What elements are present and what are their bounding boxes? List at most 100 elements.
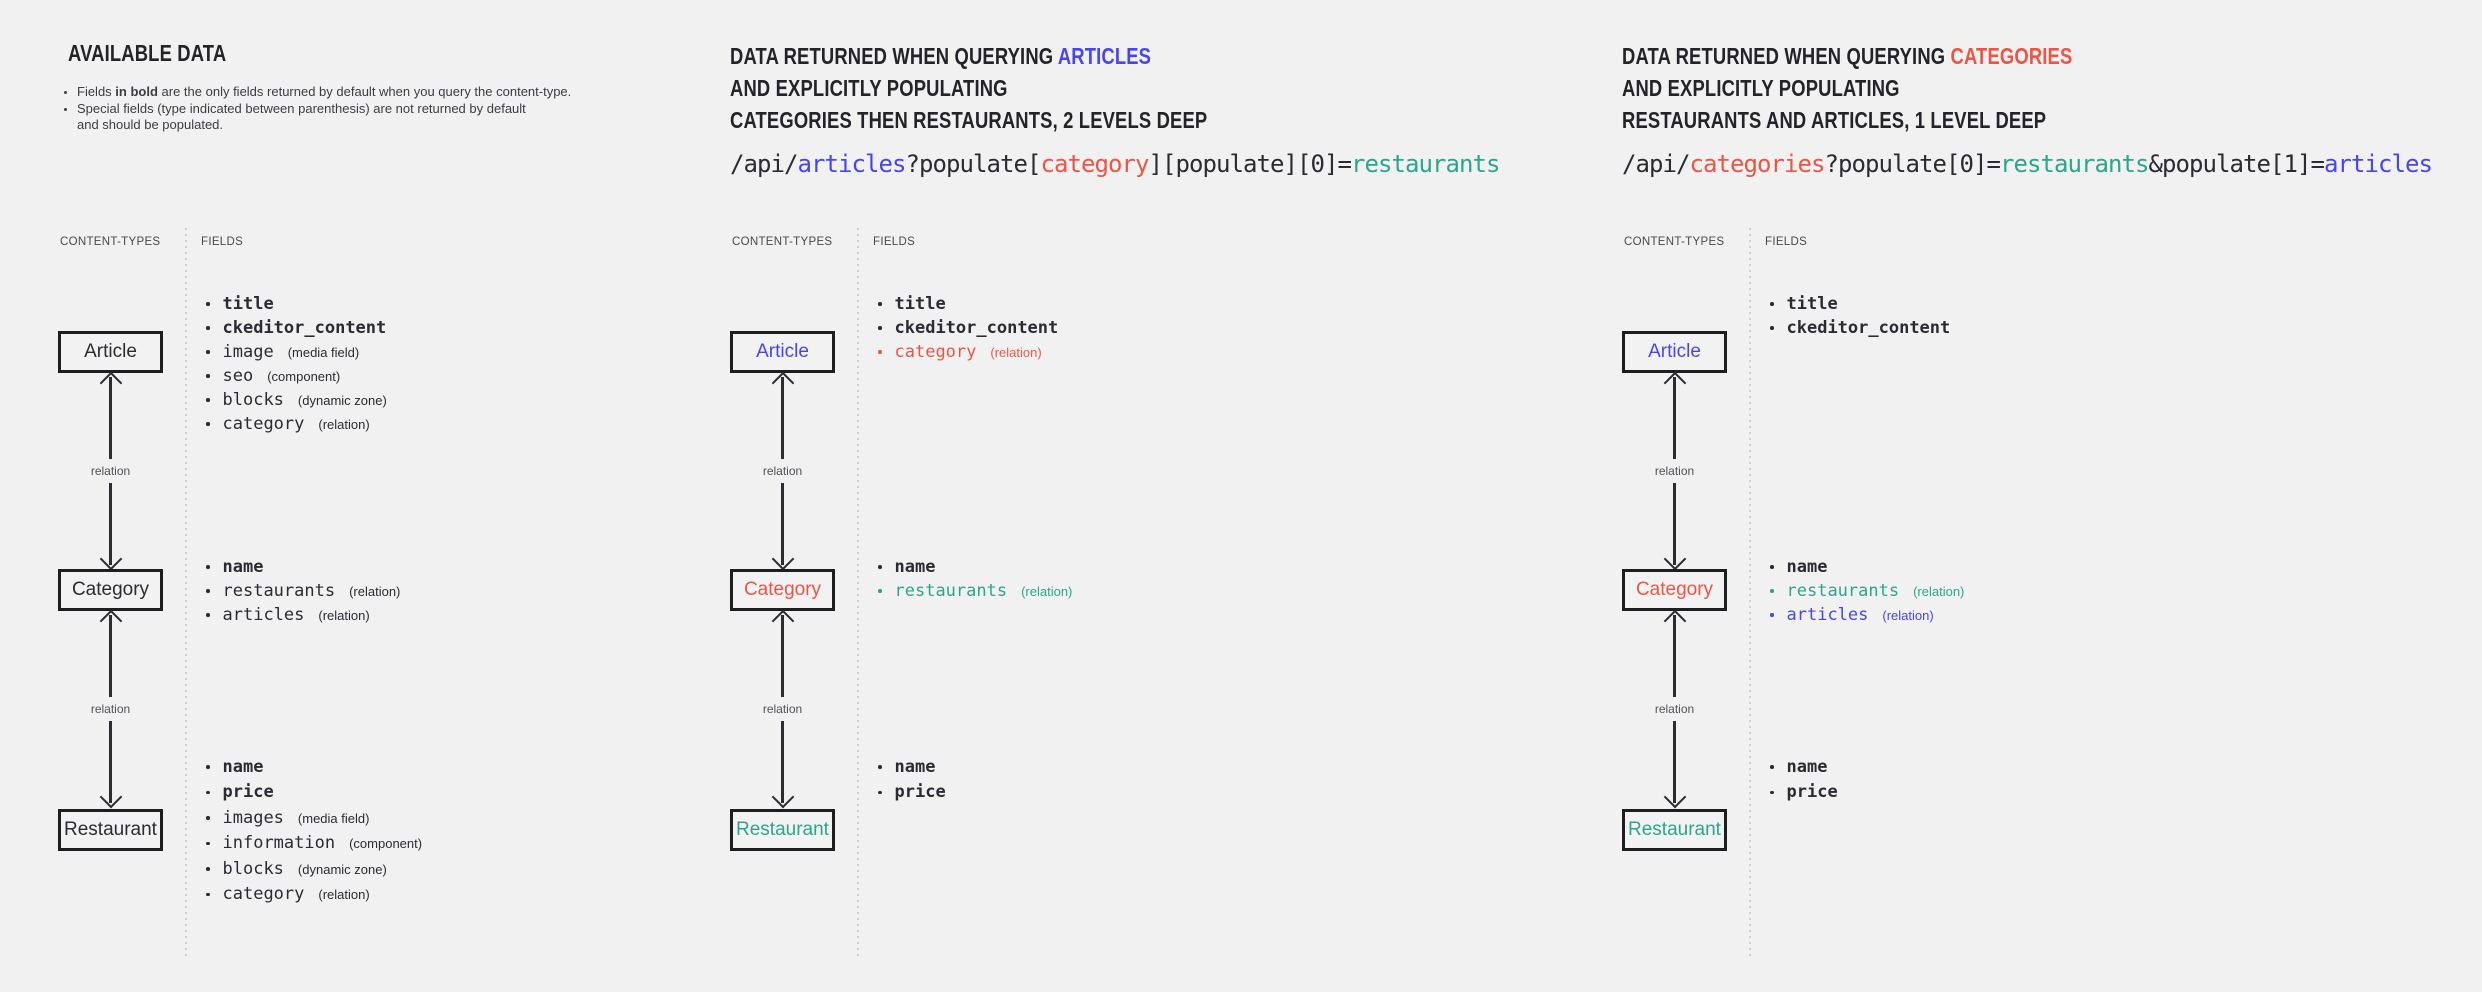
field-item: name [206, 555, 670, 579]
relation-arrow: relation [759, 609, 806, 809]
relation-label: relation [1651, 697, 1698, 721]
heading-line-2: AND EXPLICITLY POPULATING [1622, 75, 1900, 101]
arrowhead-down-icon [99, 547, 122, 571]
field-item: name [878, 754, 1563, 780]
field-item: information(component) [206, 831, 670, 857]
relation-arrow: relation [1651, 609, 1698, 809]
field-type-annotation: (dynamic zone) [297, 393, 387, 408]
bullet-icon [206, 841, 210, 845]
fields-restaurant: name price [1770, 754, 2482, 805]
note-text: in bold [115, 84, 158, 99]
code-token: /api/ [1622, 150, 1690, 178]
relation-label: relation [87, 459, 134, 483]
field-item: restaurants(relation) [206, 579, 670, 603]
field-item: price [206, 780, 670, 806]
field-name: name [222, 756, 264, 777]
field-type-annotation: (component) [349, 836, 423, 852]
bullet-icon [1770, 765, 1774, 769]
bullet-icon [1770, 302, 1774, 306]
code-token: ][populate][0]= [1148, 150, 1352, 178]
heading-highlight: CATEGORIES [1950, 43, 2073, 69]
field-name: ckeditor_content [222, 318, 387, 338]
entity-name: Restaurant [1628, 819, 1721, 840]
bullet-icon [1770, 589, 1774, 593]
bullet-icon [1770, 790, 1774, 794]
heading-line-1: DATA RETURNED WHEN QUERYING ARTICLES [730, 40, 1207, 72]
field-item: ckeditor_content [206, 316, 670, 340]
field-item: name [1770, 754, 2482, 780]
field-item: name [206, 754, 670, 780]
api-endpoint-code: /api/articles?populate[category][populat… [730, 150, 1500, 178]
bullet-icon [878, 302, 882, 306]
field-type-annotation: (dynamic zone) [297, 861, 387, 877]
field-name: blocks [222, 858, 284, 879]
arrowhead-down-icon [1663, 785, 1686, 809]
code-token: restaurants [1351, 150, 1500, 178]
bullet-icon [878, 790, 882, 794]
code-token: articles [2324, 150, 2433, 178]
field-name: images [222, 807, 284, 828]
code-token: ?populate[ [905, 150, 1042, 178]
field-name: name [1786, 756, 1828, 777]
field-item: category(relation) [206, 412, 670, 436]
field-name: category [222, 884, 305, 905]
field-item: blocks (dynamic zone) [206, 856, 670, 882]
field-name: ckeditor_content [894, 318, 1059, 338]
bullet-icon [878, 350, 882, 354]
arrowhead-down-icon [1663, 547, 1686, 571]
relation-arrow: relation [1651, 371, 1698, 571]
note-item: Fields in bold are the only fields retur… [63, 84, 571, 101]
entity-name: Restaurant [736, 819, 829, 840]
bullet-icon [1770, 613, 1774, 617]
entity-name: Article [756, 341, 809, 362]
field-item: price [1770, 780, 2482, 806]
bullet-icon [1770, 326, 1774, 330]
heading-text: DATA RETURNED WHEN QUERYING [1622, 43, 1951, 69]
bullet-icon [206, 790, 210, 794]
heading-line-3: RESTAURANTS AND ARTICLES, 1 LEVEL DEEP [1622, 107, 2047, 133]
field-name: name [894, 557, 936, 577]
column-divider [857, 228, 859, 958]
note-text: Fields [77, 84, 116, 99]
field-name: title [222, 294, 274, 314]
code-token: &populate[1]= [2148, 150, 2325, 178]
field-name: restaurants [1786, 581, 1900, 601]
field-name: seo [222, 366, 254, 386]
field-name: category [894, 342, 977, 362]
bullet-icon [878, 565, 882, 569]
entity-box-category: Category [1622, 569, 1727, 611]
entity-name: Article [1648, 341, 1701, 362]
field-item: title [878, 292, 1563, 316]
code-token: categories [1689, 150, 1826, 178]
note-text: Special fields (type indicated between p… [77, 100, 526, 116]
entity-box-article: Article [58, 331, 163, 373]
field-item: name [1770, 555, 2482, 579]
fields-label: FIELDS [201, 236, 244, 248]
bullet-icon [878, 589, 882, 593]
bullet-icon [878, 326, 882, 330]
field-type-annotation: (relation) [1021, 584, 1073, 599]
field-type-annotation: (media field) [297, 810, 370, 826]
field-item: images (media field) [206, 805, 670, 831]
bullet-icon [206, 892, 210, 896]
field-item: category(relation) [878, 340, 1563, 364]
heading-line-1: DATA RETURNED WHEN QUERYING CATEGORIES [1622, 40, 2072, 72]
field-item: category(relation) [206, 882, 670, 908]
field-name: name [1786, 557, 1828, 577]
panel-title: AVAILABLE DATA [68, 40, 227, 66]
entity-box-restaurant: Restaurant [730, 809, 835, 851]
entity-box-article: Article [730, 331, 835, 373]
panel-heading: DATA RETURNED WHEN QUERYING CATEGORIES A… [1622, 40, 2072, 136]
field-type-annotation: (component) [267, 369, 341, 384]
bullet-icon [206, 302, 210, 306]
panel-heading: DATA RETURNED WHEN QUERYING ARTICLES AND… [730, 40, 1207, 136]
entity-box-article: Article [1622, 331, 1727, 373]
entity-box-category: Category [58, 569, 163, 611]
bullet-icon [206, 765, 210, 769]
field-name: name [222, 557, 264, 577]
entity-box-restaurant: Restaurant [1622, 809, 1727, 851]
